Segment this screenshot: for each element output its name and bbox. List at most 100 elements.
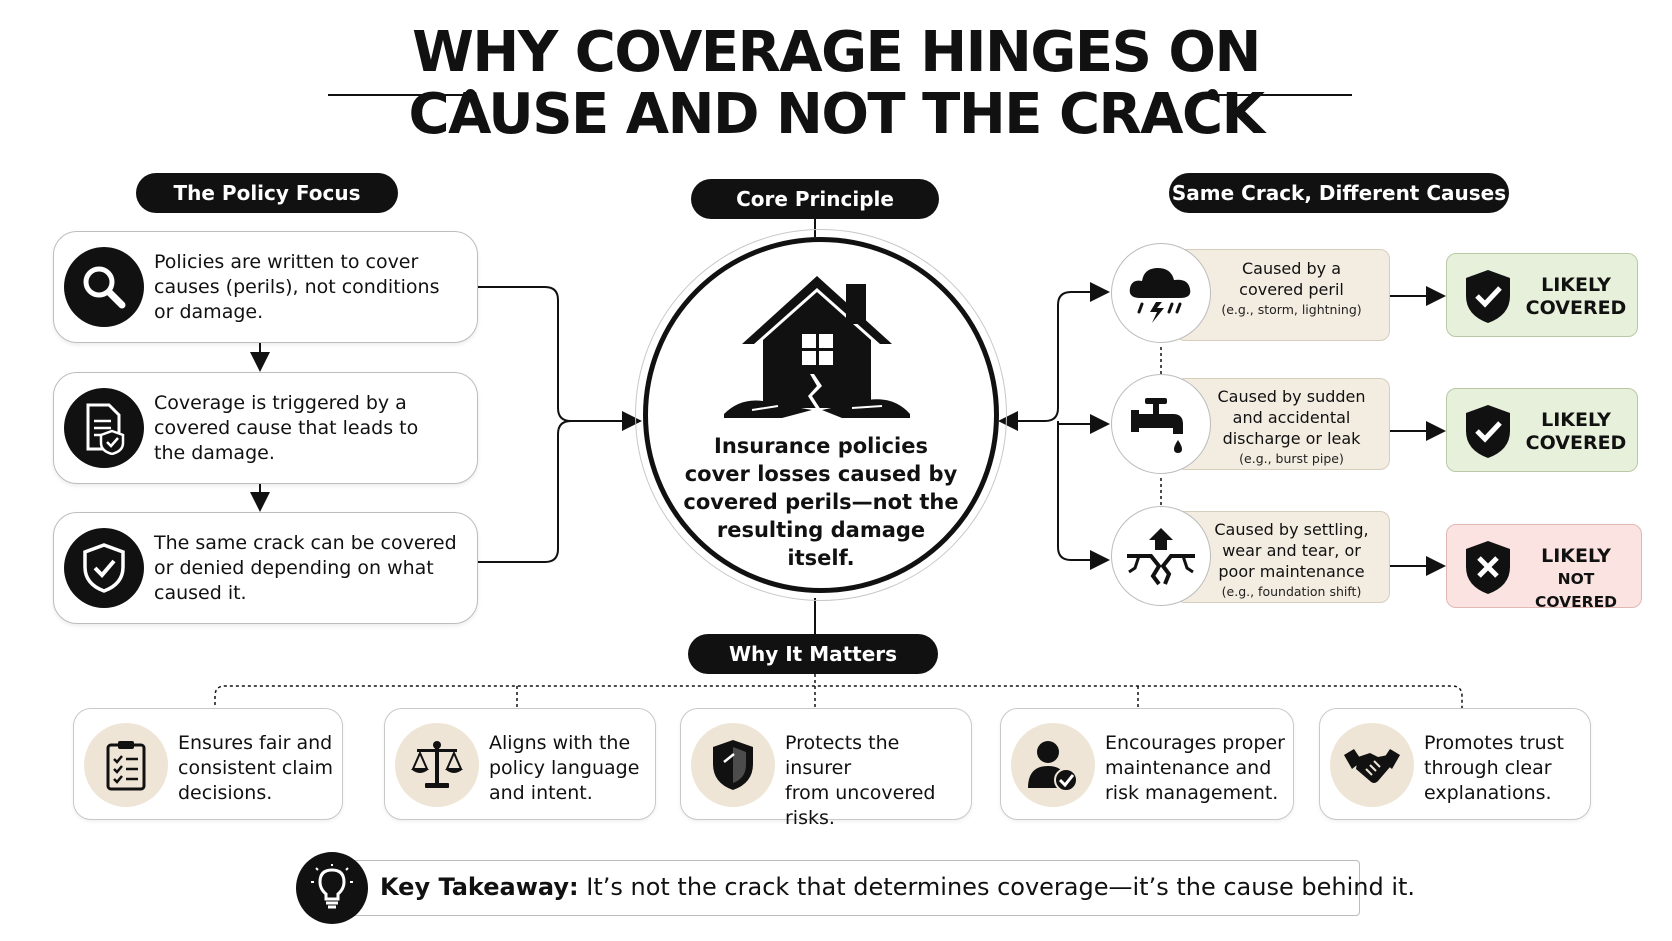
text-line: Promotes trust	[1424, 732, 1565, 754]
text-line: risks.	[785, 807, 835, 829]
why-text-5: Promotes trust through clear explanation…	[1424, 731, 1564, 806]
text-line: Coverage is triggered by a	[154, 392, 407, 414]
lightbulb-icon	[296, 852, 368, 924]
text-line: covered cause that leads to	[154, 417, 419, 439]
core-circle	[643, 237, 999, 593]
text-line: risk management.	[1105, 782, 1279, 804]
why-text-2: Aligns with the policy language and inte…	[489, 731, 639, 806]
text-line: COVERED	[1525, 297, 1627, 319]
cause-example: (e.g., foundation shift)	[1221, 584, 1362, 599]
policy-focus-text-2: Coverage is triggered by a covered cause…	[154, 391, 464, 466]
text-line: The same crack can be covered	[154, 532, 457, 554]
why-it-matters-header: Why It Matters	[688, 634, 938, 674]
text-line: the damage.	[154, 442, 275, 464]
text-line: LIKELY	[1541, 545, 1611, 567]
text-line: policy language	[489, 757, 640, 779]
title-line-2: CAUSE AND NOT THE CRACK	[408, 82, 1266, 147]
text-line: decisions.	[178, 782, 273, 804]
core-principle-text: Insurance policies cover losses caused b…	[680, 432, 962, 572]
text-line: Encourages proper	[1105, 732, 1285, 754]
text-line: COVERED	[1525, 432, 1627, 454]
cracked-house-icon	[724, 276, 910, 418]
why-card-1: Ensures fair and consistent claim decisi…	[73, 708, 343, 820]
text-line: Policies are written to cover	[154, 251, 419, 273]
text-line: covered perils—not the	[683, 490, 959, 514]
text-line: wear and tear, or	[1222, 541, 1361, 560]
text-line: and accidental	[1232, 408, 1351, 427]
faucet-icon	[1111, 374, 1211, 474]
text-line: consistent claim	[178, 757, 334, 779]
key-takeaway-label: Key Takeaway:	[380, 873, 579, 901]
text-line: and intent.	[489, 782, 593, 804]
shield-check-icon	[1466, 405, 1510, 458]
text-line: caused it.	[154, 582, 247, 604]
why-card-5: Promotes trust through clear explanation…	[1319, 708, 1591, 820]
text-line: from uncovered	[785, 782, 936, 804]
magnifier-icon	[64, 247, 144, 327]
core-circle-ring	[635, 229, 1007, 601]
why-card-4: Encourages proper maintenance and risk m…	[1000, 708, 1294, 820]
title-line-1: WHY COVERAGE HINGES ON	[412, 20, 1261, 85]
shield-check-icon	[1466, 270, 1510, 323]
person-check-icon	[1011, 723, 1095, 807]
text-line: Protects the insurer	[785, 732, 900, 779]
document-shield-icon	[64, 388, 144, 468]
title-dot-right	[1207, 89, 1218, 100]
core-principle-header: Core Principle	[691, 179, 939, 219]
policy-focus-card-1: Policies are written to cover causes (pe…	[53, 231, 478, 343]
key-takeaway-body: It’s not the crack that determines cover…	[586, 873, 1416, 901]
foundation-crack-icon	[1111, 506, 1211, 606]
why-card-2: Aligns with the policy language and inte…	[384, 708, 656, 820]
shield-x-icon	[1466, 541, 1510, 594]
verdict-badge-3: LIKELY NOT COVERED	[1446, 524, 1642, 611]
text-line: Caused by settling,	[1214, 520, 1369, 539]
text-line: discharge or leak	[1222, 429, 1361, 448]
key-takeaway-box	[330, 860, 1360, 916]
handshake-icon	[1330, 723, 1414, 807]
causes-header: Same Crack, Different Causes	[1169, 173, 1509, 213]
policy-focus-card-3: The same crack can be covered or denied …	[53, 512, 478, 624]
title-dot-left	[465, 89, 476, 100]
text-line: Aligns with the	[489, 732, 631, 754]
shield-check-icon	[64, 528, 144, 608]
text-line: or denied depending on what	[154, 557, 434, 579]
text-line: NOT COVERED	[1534, 570, 1618, 611]
policy-focus-text-1: Policies are written to cover causes (pe…	[154, 250, 464, 325]
text-line: through clear	[1424, 757, 1552, 779]
text-line: Ensures fair and	[178, 732, 333, 754]
verdict-text-3: LIKELY NOT COVERED	[1517, 545, 1635, 614]
title-rule-right	[1212, 94, 1352, 96]
text-line: cover losses caused by	[684, 462, 958, 486]
scales-icon	[395, 723, 479, 807]
text-line: Caused by sudden	[1217, 387, 1366, 406]
text-line: or damage.	[154, 301, 264, 323]
cause-example: (e.g., burst pipe)	[1239, 451, 1344, 466]
text-line: covered peril	[1239, 280, 1344, 299]
text-line: resulting damage itself.	[716, 518, 926, 570]
why-card-3: Protects the insurer from uncovered risk…	[680, 708, 972, 829]
text-line: LIKELY	[1541, 409, 1611, 431]
page-title: WHY COVERAGE HINGES ON CAUSE AND NOT THE…	[0, 22, 1672, 146]
why-text-4: Encourages proper maintenance and risk m…	[1105, 731, 1285, 806]
why-text-1: Ensures fair and consistent claim decisi…	[178, 731, 333, 806]
policy-focus-header: The Policy Focus	[136, 173, 398, 213]
text-line: LIKELY	[1541, 274, 1611, 296]
text-line: Caused by a	[1241, 259, 1342, 278]
text-line: causes (perils), not conditions	[154, 276, 440, 298]
text-line: maintenance and	[1105, 757, 1272, 779]
policy-focus-card-2: Coverage is triggered by a covered cause…	[53, 372, 478, 484]
key-takeaway-text: Key Takeaway: It’s not the crack that de…	[380, 872, 1415, 902]
cause-example: (e.g., storm, lightning)	[1221, 302, 1362, 317]
text-line: Insurance policies	[714, 434, 928, 458]
text-line: poor maintenance	[1218, 562, 1365, 581]
title-rule-left	[328, 94, 468, 96]
text-line: explanations.	[1424, 782, 1552, 804]
clipboard-checklist-icon	[84, 723, 168, 807]
why-text-3: Protects the insurer from uncovered risk…	[785, 731, 971, 831]
policy-focus-text-3: The same crack can be covered or denied …	[154, 531, 464, 606]
shield-icon	[691, 723, 775, 807]
